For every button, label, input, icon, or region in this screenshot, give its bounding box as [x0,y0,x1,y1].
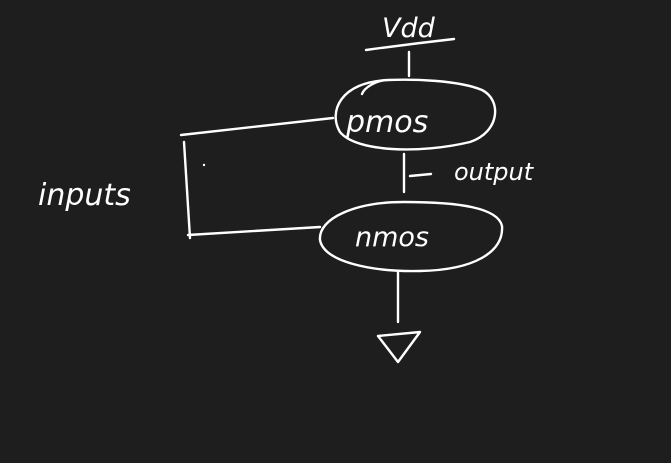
pmos-gate-wire [179,116,335,137]
vdd-rail [364,37,456,52]
vdd-label: Vdd [382,13,436,44]
output-tap [408,172,433,178]
ground-symbol [376,330,422,364]
nmos-label: nmos [355,222,429,253]
nmos-ellipse [318,200,504,273]
nmos-gate-wire [186,225,322,237]
output-label: output [454,158,535,186]
pmos-ellipse [334,78,497,151]
stray-dot [202,163,206,167]
input-bracket [182,140,192,240]
pmos-label: pmos [345,105,428,140]
inputs-label: inputs [38,178,131,213]
